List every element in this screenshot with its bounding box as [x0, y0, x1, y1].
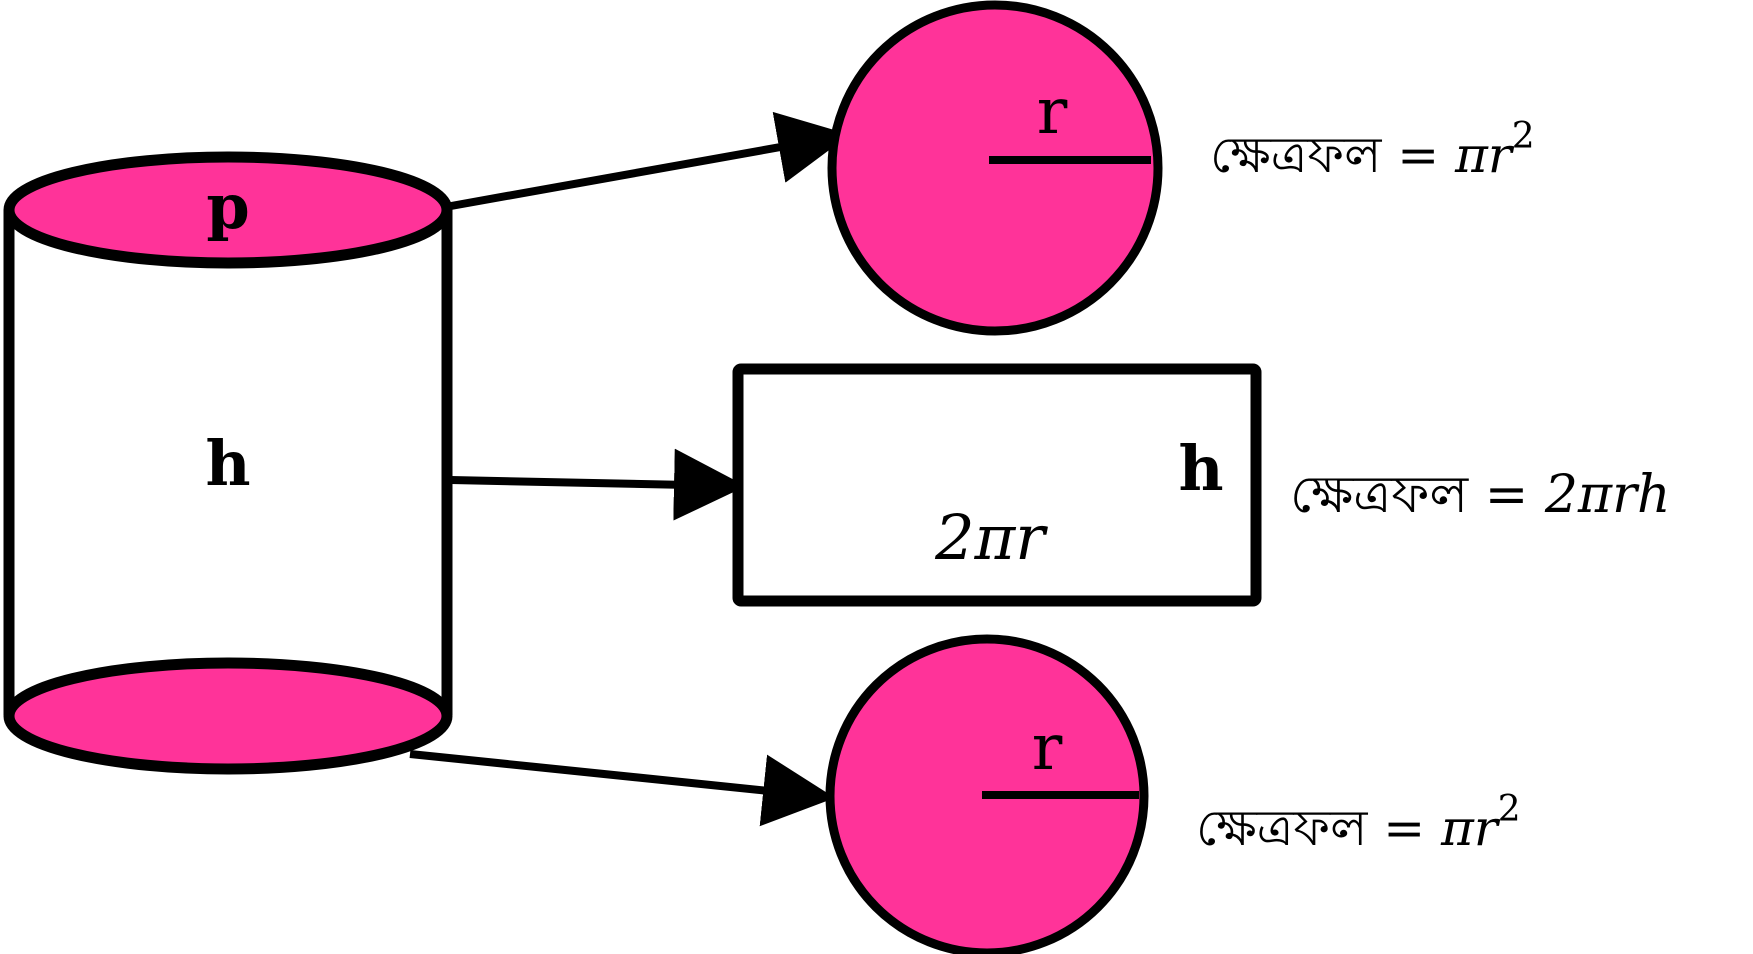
cylinder-top-face [3, 151, 453, 269]
top-circle-formula-expr: πr [1454, 126, 1515, 184]
cylinder-top-label: p [206, 170, 249, 243]
rectangle-formula-word: ক্ষেত্রফল [1290, 465, 1469, 525]
bottom-circle-formula-superscript: 2 [1498, 789, 1521, 830]
lateral-rectangle-shape [732, 363, 1262, 607]
cylinder: p h [3, 151, 453, 775]
lateral-rectangle: h 2πr [732, 363, 1262, 607]
rectangle-height-label: h [1178, 432, 1223, 505]
rectangle-width-label: 2πr [934, 501, 1048, 574]
top-circle-formula-equals: = [1381, 126, 1455, 184]
bottom-circle-formula-word: ক্ষেত্রফল [1196, 799, 1368, 857]
bottom-circle-radius-label: r [1032, 711, 1063, 785]
arrow-to-bottom-circle [409, 750, 835, 827]
bottom-circle-formula: ক্ষেত্রফল = πr2 [1196, 789, 1521, 857]
cylinder-bottom-face [3, 657, 453, 775]
arrow-to-rectangle [450, 448, 746, 521]
rectangle-formula-equals: = [1468, 465, 1545, 525]
rectangle-formula-expr: 2πrh [1544, 465, 1671, 525]
rectangle-formula: ক্ষেত্রফল = 2πrh [1290, 465, 1670, 525]
bottom-circle-formula-expr: πr [1440, 799, 1501, 857]
top-circle-radius-label: r [1037, 75, 1068, 149]
bottom-circle: r [825, 634, 1149, 954]
top-circle-formula-superscript: 2 [1512, 116, 1535, 157]
top-circle: r [827, 0, 1163, 336]
top-circle-shape [827, 0, 1163, 336]
top-circle-formula: ক্ষেত্রফল = πr2 [1210, 116, 1535, 184]
cylinder-height-label: h [205, 427, 250, 500]
arrow-to-top-circle [450, 111, 850, 210]
top-circle-formula-word: ক্ষেত্রফল [1210, 126, 1382, 184]
bottom-circle-formula-equals: = [1367, 799, 1441, 857]
